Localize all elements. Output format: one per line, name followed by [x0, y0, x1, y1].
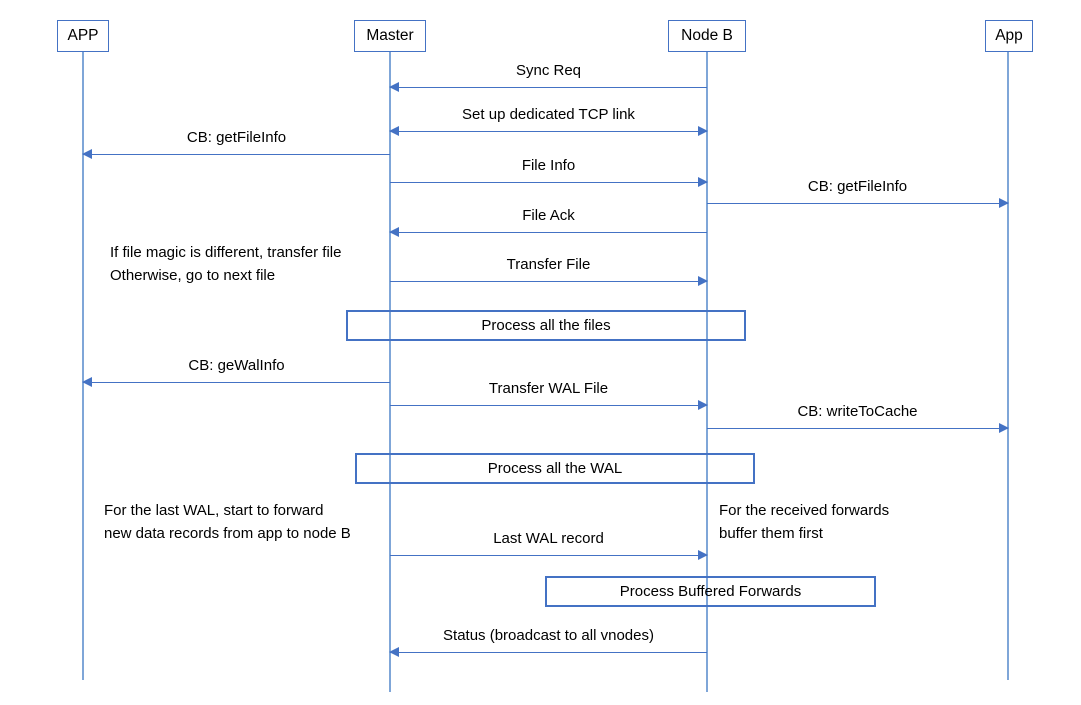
message-label: Transfer File	[506, 256, 591, 274]
message-line	[707, 203, 1008, 205]
lifeline-line-app-left	[82, 52, 84, 680]
arrowhead-left-icon	[82, 149, 92, 160]
message-line	[390, 131, 707, 133]
arrowhead-right-icon	[698, 276, 708, 287]
arrowhead-right-icon	[999, 198, 1009, 209]
message-label: Transfer WAL File	[488, 380, 609, 398]
message-line	[390, 555, 707, 557]
lifeline-label-master: Master	[366, 27, 414, 45]
lifeline-label-app-right: App	[995, 27, 1023, 45]
lifeline-line-app-right	[1007, 52, 1009, 680]
message-label: CB: geWalInfo	[188, 357, 285, 375]
message-label: File Info	[521, 157, 576, 175]
note-last-wal-forward: For the last WAL, start to forward new d…	[104, 502, 351, 542]
arrowhead-right-icon	[698, 550, 708, 561]
arrowhead-right-icon	[999, 423, 1009, 434]
message-line	[390, 281, 707, 283]
arrowhead-right-icon	[698, 177, 708, 188]
message-line	[390, 652, 707, 654]
message-label: CB: getFileInfo	[186, 129, 287, 147]
process-box-label: Process all the files	[481, 317, 611, 334]
message-label: Last WAL record	[493, 530, 604, 548]
message-label: Sync Req	[515, 62, 582, 80]
lifeline-line-node-b	[706, 52, 708, 692]
arrowhead-right-icon	[698, 126, 708, 137]
lifeline-label-app-left: APP	[67, 27, 99, 45]
arrowhead-left-icon	[389, 126, 399, 137]
message-line	[390, 405, 707, 407]
message-label: Set up dedicated TCP link	[462, 106, 635, 124]
lifeline-head-app-left[interactable]: APP	[57, 20, 109, 52]
lifeline-head-node-b[interactable]: Node B	[668, 20, 746, 52]
lifeline-label-node-b: Node B	[681, 27, 733, 45]
lifeline-head-app-right[interactable]: App	[985, 20, 1033, 52]
process-box-process-buffered-forwards[interactable]: Process Buffered Forwards	[545, 576, 876, 607]
message-line	[390, 232, 707, 234]
message-line	[390, 87, 707, 89]
lifeline-head-master[interactable]: Master	[354, 20, 426, 52]
arrowhead-left-icon	[82, 377, 92, 388]
note-file-magic: If file magic is different, transfer fil…	[110, 244, 342, 284]
process-box-process-all-wal[interactable]: Process all the WAL	[355, 453, 755, 484]
message-label: CB: writeToCache	[797, 403, 918, 421]
message-line	[707, 428, 1008, 430]
process-box-label: Process Buffered Forwards	[619, 583, 802, 600]
message-label: File Ack	[522, 207, 575, 225]
message-line	[83, 382, 390, 384]
arrowhead-left-icon	[389, 82, 399, 93]
message-line	[83, 154, 390, 156]
message-line	[390, 182, 707, 184]
message-label: Status (broadcast to all vnodes)	[443, 627, 654, 645]
message-label: CB: getFileInfo	[807, 178, 908, 196]
arrowhead-left-icon	[389, 647, 399, 658]
note-received-forwards-buffer: For the received forwards buffer them fi…	[719, 502, 890, 542]
process-box-process-all-files[interactable]: Process all the files	[346, 310, 746, 341]
process-box-label: Process all the WAL	[487, 460, 623, 477]
arrowhead-right-icon	[698, 400, 708, 411]
arrowhead-left-icon	[389, 227, 399, 238]
lifeline-line-master	[389, 52, 391, 692]
